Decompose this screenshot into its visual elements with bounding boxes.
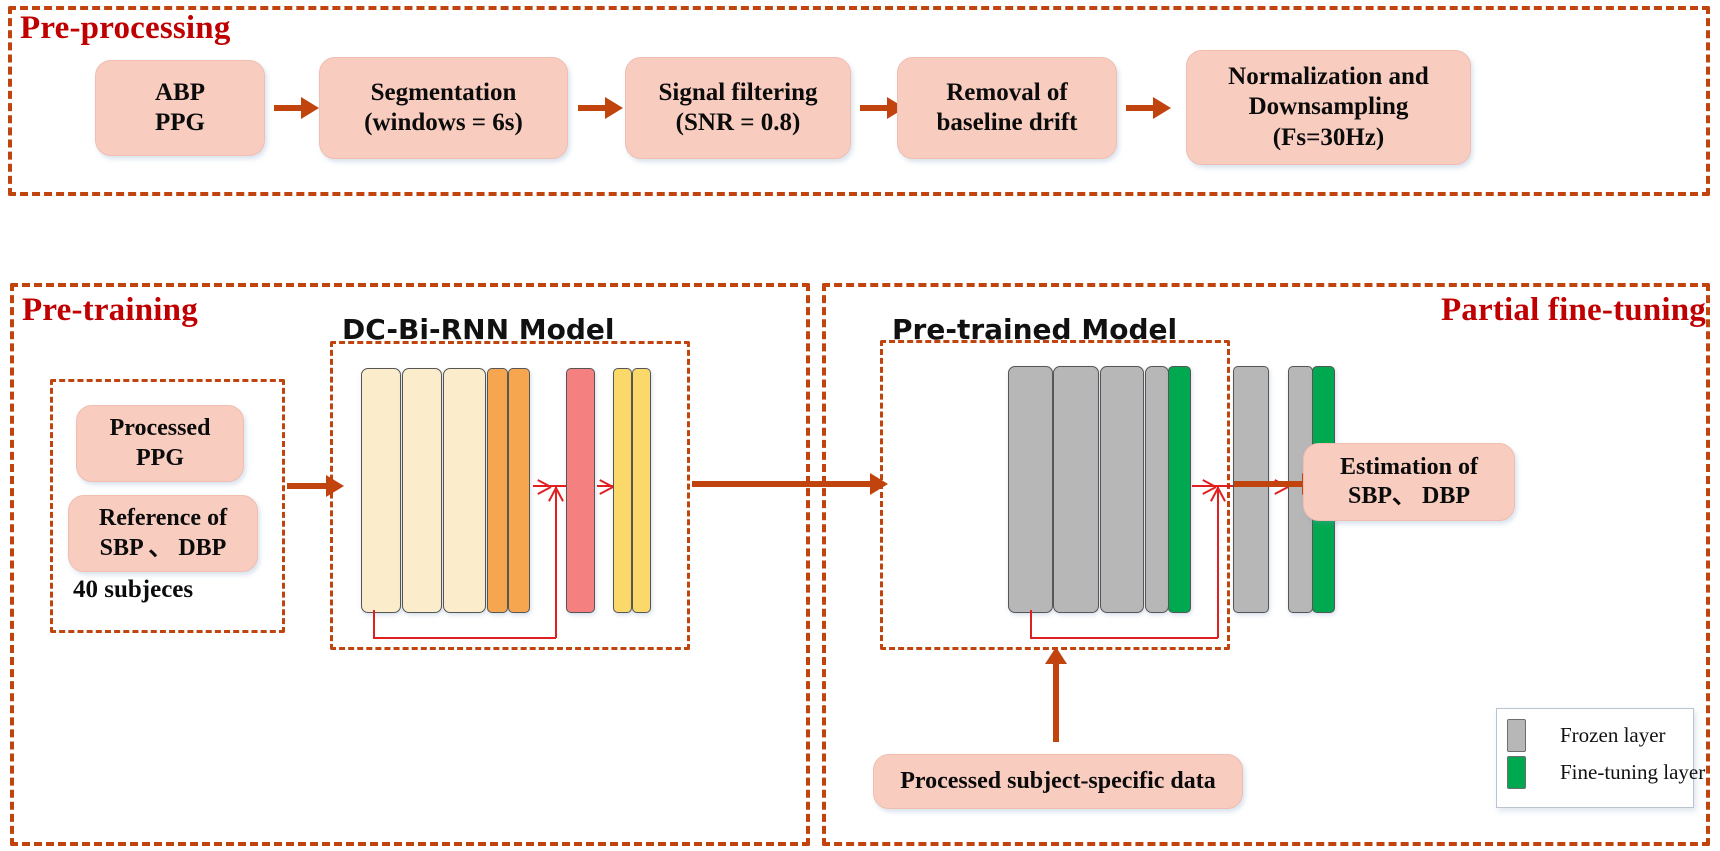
arrow-step4-step5 [1126, 105, 1154, 111]
rnn-layer-1 [361, 368, 401, 613]
step-line: PPG [155, 109, 205, 136]
frozen-layer-3 [1100, 366, 1144, 613]
arrow-pretraining-to-finetuning [692, 481, 871, 487]
frozen-layer-4 [1145, 366, 1169, 613]
step-line: (Fs=30Hz) [1272, 123, 1385, 151]
preprocessing-section-frame [8, 6, 1710, 196]
rnn-layer-3 [443, 368, 486, 613]
pretrained-skip-up-segment [1217, 486, 1219, 638]
pretraining-input-frame [50, 379, 285, 633]
finetuning-section-frame [822, 283, 1710, 846]
pretrained-model-title: Pre-trained Model [892, 313, 1178, 346]
pretraining-section-title: Pre-training [22, 292, 198, 328]
preprocessing-step-baseline-drift[interactable]: Removal of baseline drift [897, 57, 1117, 159]
frozen-layer-2 [1053, 366, 1099, 613]
pretraining-section-frame [10, 283, 810, 846]
output-layer-2 [632, 368, 651, 613]
fine-tuning-layer-1 [1168, 366, 1191, 613]
legend-item-frozen: Frozen layer [1507, 717, 1679, 754]
box-line: Reference of [98, 505, 228, 532]
subject-specific-data-box[interactable]: Processed subject-specific data [873, 754, 1243, 809]
preprocessing-step-signal-filtering[interactable]: Signal filtering (SNR = 0.8) [625, 57, 851, 159]
finetuning-section-title: Partial fine-tuning [1440, 292, 1706, 328]
legend-label: Fine-tuning layer [1560, 760, 1706, 784]
skip-connection-up-segment [555, 486, 557, 638]
box-line: Processed subject-specific data [900, 767, 1216, 794]
frozen-layer-swatch-icon [1507, 719, 1526, 752]
box-line: SBP 、 DBP [99, 534, 227, 561]
arrow-input-to-model [287, 483, 327, 489]
step-line: Normalization and [1228, 62, 1429, 90]
skip-connection-down-segment [373, 610, 375, 638]
step-line: Segmentation [370, 78, 517, 106]
dense-layer-1 [566, 368, 595, 613]
arrow-model-to-estimation [1234, 481, 1303, 487]
arrow-step2-step3 [578, 105, 606, 111]
step-line: (SNR = 0.8) [675, 109, 801, 136]
step-line: (windows = 6s) [364, 109, 523, 136]
box-line: PPG [136, 444, 184, 471]
preprocessing-step-normalization[interactable]: Normalization and Downsampling (Fs=30Hz) [1186, 50, 1471, 165]
dense-to-output-line [597, 485, 613, 487]
legend-panel: Frozen layer Fine-tuning layer [1496, 708, 1705, 808]
step-line: ABP [155, 78, 205, 106]
step-line: baseline drift [936, 109, 1078, 136]
pretrained-skip-bottom-segment [1030, 637, 1218, 639]
arrow-subject-data-to-model [1053, 663, 1059, 742]
rnn-layer-4 [487, 368, 508, 613]
legend-item-fine-tuning: Fine-tuning layer [1507, 754, 1705, 791]
pretraining-input-processed-ppg[interactable]: Processed PPG [76, 405, 244, 482]
step-line: Downsampling [1248, 93, 1409, 121]
skip-connection-bottom-segment [373, 637, 556, 639]
arrow-step3-step4 [860, 105, 888, 111]
pretraining-subject-count-caption: 40 subjeces [73, 576, 194, 603]
output-layer-1 [613, 368, 632, 613]
preprocessing-section-title: Pre-processing [20, 10, 231, 46]
dc-bi-rnn-model-title: DC-Bi-RNN Model [342, 313, 615, 346]
legend-label: Frozen layer [1560, 723, 1666, 747]
estimation-output-box[interactable]: Estimation of SBP、 DBP [1303, 443, 1515, 521]
box-line: Processed [109, 415, 211, 442]
arrow-step1-step2 [274, 105, 302, 111]
preprocessing-step-abp-ppg[interactable]: ABP PPG [95, 60, 265, 156]
frozen-layer-1 [1008, 366, 1053, 613]
rnn-layer-2 [402, 368, 442, 613]
dc-bi-rnn-model-frame [330, 341, 690, 650]
preprocessing-step-segmentation[interactable]: Segmentation (windows = 6s) [319, 57, 568, 159]
rnn-layer-5 [508, 368, 530, 613]
box-line: Estimation of [1340, 453, 1478, 480]
step-line: Removal of [946, 78, 1068, 106]
frozen-layer-5 [1233, 366, 1269, 613]
box-line: SBP、 DBP [1347, 483, 1470, 509]
pretrained-skip-down-segment [1030, 610, 1032, 638]
fine-tuning-layer-swatch-icon [1507, 756, 1526, 789]
pretraining-input-reference-sbp-dbp[interactable]: Reference of SBP 、 DBP [68, 495, 258, 572]
step-line: Signal filtering [658, 78, 818, 106]
